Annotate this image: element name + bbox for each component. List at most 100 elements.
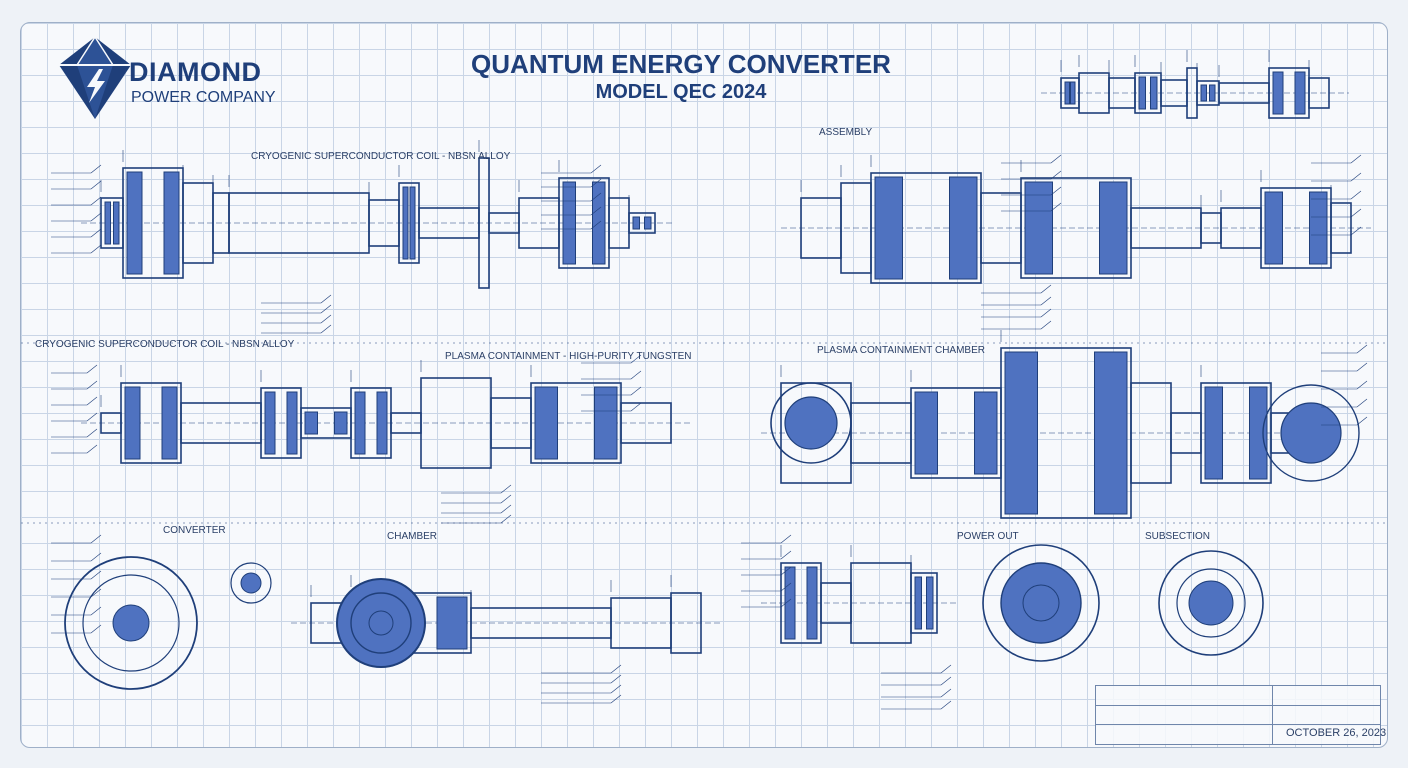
component-ring [784, 396, 838, 450]
leader-line [86, 380, 98, 390]
schematic-drawing [21, 50, 1387, 710]
leader-line [1050, 186, 1062, 196]
leader-line [780, 550, 792, 560]
component-block [1064, 81, 1070, 105]
title-block: OCTOBER 26, 2023 [1095, 685, 1386, 745]
leader-line [500, 484, 512, 494]
component-block [1272, 71, 1284, 115]
component-block [286, 391, 298, 455]
component-ring [368, 610, 394, 636]
leader-line [630, 370, 642, 380]
component-block [874, 176, 903, 280]
section-label-chamber: CHAMBER [387, 531, 438, 542]
component-block [1094, 351, 1128, 515]
component-block [914, 576, 922, 630]
component-block [628, 212, 656, 234]
component-ring [64, 556, 198, 690]
leader-line [940, 676, 952, 686]
section-label-power-out: POWER OUT [957, 531, 1019, 542]
component-block [1150, 76, 1158, 110]
component-ring [1158, 550, 1264, 656]
leader-line [90, 212, 102, 222]
component-ring [112, 604, 150, 642]
component-block [974, 391, 998, 475]
model-subtitle: MODEL QEC 2024 [595, 81, 767, 103]
component-block [1330, 202, 1352, 254]
component-ring [230, 562, 272, 604]
component-ring [1000, 562, 1082, 644]
leader-line [1350, 172, 1362, 182]
component-ring [1022, 584, 1060, 622]
component-block [1294, 71, 1306, 115]
component-block [126, 171, 143, 275]
leader-line [610, 674, 622, 684]
leader-line [1050, 170, 1062, 180]
brand-subtitle: POWER COMPANY [131, 89, 276, 106]
component-block [594, 386, 618, 460]
leader-line [90, 180, 102, 190]
component-block [1099, 181, 1128, 275]
leader-line [1050, 154, 1062, 164]
component-block [104, 201, 111, 245]
leader-line [1356, 344, 1368, 354]
component-ring [240, 572, 262, 594]
title-block-date: OCTOBER 26, 2023 [1286, 727, 1387, 739]
leader-line [1040, 284, 1052, 294]
leader-line [320, 324, 332, 334]
leader-line [320, 294, 332, 304]
leader-line [610, 684, 622, 694]
leader-line [1050, 202, 1062, 212]
section-label-plasma-tungsten: PLASMA CONTAINMENT - HIGH-PURITY TUNGSTE… [445, 351, 692, 362]
leader-line [500, 514, 512, 524]
component-ring [350, 592, 412, 654]
component-block [161, 386, 178, 460]
company-logo [55, 35, 315, 125]
leader-line [590, 178, 602, 188]
brand-name: DIAMOND [129, 57, 262, 87]
leader-line [90, 228, 102, 238]
component-block [1264, 191, 1283, 265]
component-block [910, 572, 938, 634]
leader-line [610, 664, 622, 674]
component-block [409, 186, 416, 260]
leader-line [1350, 154, 1362, 164]
component-ring [1188, 580, 1234, 626]
section-label-subsection: SUBSECTION [1145, 531, 1211, 542]
leader-line [1350, 226, 1362, 236]
component-block [1309, 191, 1328, 265]
leader-line [500, 504, 512, 514]
leader-line [86, 412, 98, 422]
leader-line [90, 164, 102, 174]
leader-line [86, 428, 98, 438]
component-block [304, 411, 318, 435]
component-block [670, 592, 702, 654]
component-block [562, 181, 576, 265]
page-title: QUANTUM ENERGY CONVERTER [471, 49, 891, 79]
leader-line [1356, 416, 1368, 426]
leader-line [780, 598, 792, 608]
section-label-converter: CONVERTER [163, 525, 226, 536]
component-block [1070, 81, 1076, 105]
leader-line [1040, 296, 1052, 306]
component-block [163, 171, 180, 275]
leader-line [1040, 308, 1052, 318]
leader-line [1356, 380, 1368, 390]
leader-line [590, 192, 602, 202]
leader-line [90, 588, 102, 598]
component-ring [1262, 384, 1360, 482]
leader-line [590, 220, 602, 230]
leader-line [320, 314, 332, 324]
leader-line [86, 396, 98, 406]
component-block [1160, 79, 1188, 107]
leader-line [940, 688, 952, 698]
component-block [926, 576, 934, 630]
component-ring [1280, 402, 1342, 464]
component-block [1004, 351, 1038, 515]
leader-line [90, 606, 102, 616]
component-block [436, 596, 468, 650]
component-block [264, 391, 276, 455]
component-ring [1176, 568, 1246, 638]
leader-line [590, 164, 602, 174]
leader-line [1356, 398, 1368, 408]
component-block [534, 386, 558, 460]
